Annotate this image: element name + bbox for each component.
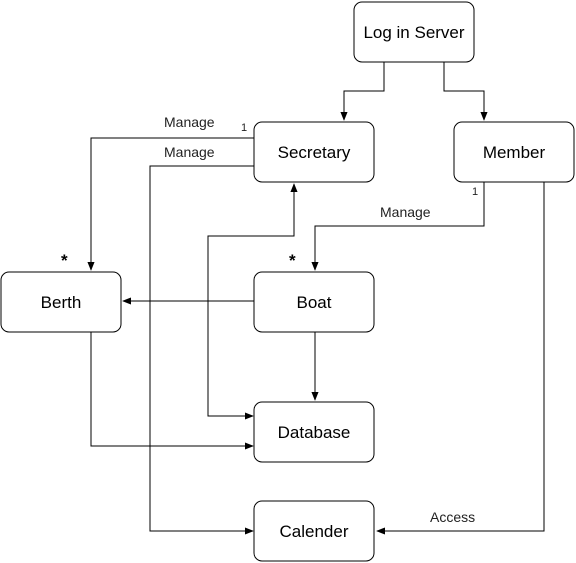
node-calender-box [253,500,375,562]
edge-label-secretary-calender: Manage [164,144,215,160]
node-boat: Boat [253,271,375,333]
edge-database-secretary [207,183,298,420]
node-login-server-box [353,1,475,63]
node-boat-box [253,271,375,333]
edge-member-to-boat [311,182,485,271]
edge-login-to-member [443,62,488,121]
edge-login-to-secretary [340,62,385,121]
multiplicity-boat: * [289,251,296,270]
edge-labels: Manage Manage Manage Access [164,114,475,525]
node-member: Member [453,121,575,183]
edge-label-member-calender: Access [430,509,475,525]
node-member-label: Member [483,143,546,162]
edge-member-to-calender [376,182,545,535]
edges [87,62,545,535]
node-secretary-label: Secretary [278,143,351,162]
edge-berth-to-database [90,332,254,450]
multiplicities: 1 1 * * [61,122,478,270]
node-member-box [453,121,575,183]
node-secretary-box [253,121,375,183]
edge-secretary-to-berth [87,137,254,271]
multiplicity-berth: * [61,251,68,270]
multiplicity-secretary: 1 [241,122,247,134]
node-secretary: Secretary [253,121,375,183]
node-berth-box [0,271,122,333]
node-berth-label: Berth [41,293,82,312]
edge-label-secretary-berth: Manage [164,114,215,130]
edge-label-member-boat: Manage [380,204,431,220]
edge-secretary-to-calender [149,165,254,535]
node-login-server: Log in Server [353,1,475,63]
node-database-label: Database [278,423,351,442]
node-database: Database [253,401,375,463]
node-berth: Berth [0,271,122,333]
node-database-box [253,401,375,463]
node-boat-label: Boat [297,293,332,312]
node-login-server-label: Log in Server [363,23,464,42]
node-calender: Calender [253,500,375,562]
node-calender-label: Calender [280,522,349,541]
multiplicity-member: 1 [472,186,478,198]
